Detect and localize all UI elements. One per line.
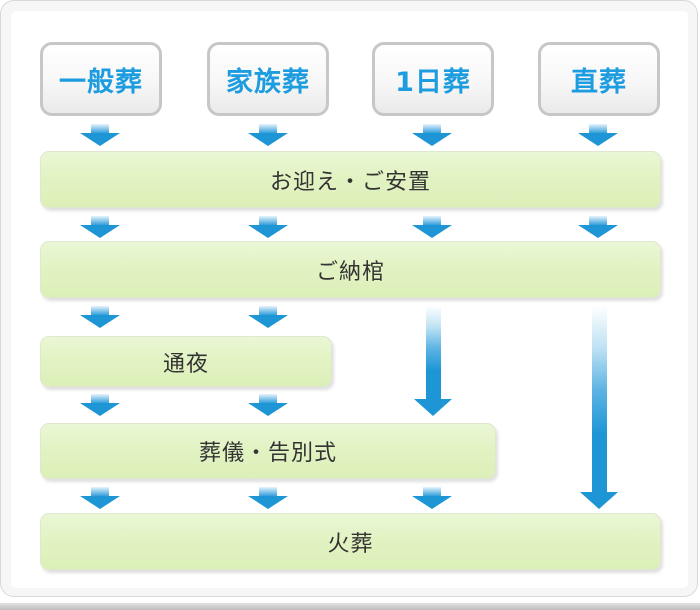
down-arrow-icon [80, 306, 120, 328]
step-bar-tsuya: 通夜 [40, 336, 332, 387]
down-arrow-icon [578, 124, 618, 146]
step-bar-kasou: 火葬 [40, 513, 661, 570]
down-arrow-icon [80, 487, 120, 509]
plan-label: 直葬 [571, 66, 627, 98]
down-arrow-icon [248, 394, 288, 416]
plan-box-kazokusou[interactable]: 家族葬 [207, 42, 329, 116]
down-arrow-icon [248, 487, 288, 509]
step-bar-sougi-kokubetsushiki: 葬儀・告別式 [40, 423, 496, 479]
down-arrow-icon [80, 394, 120, 416]
plan-box-ichinichisou[interactable]: 1日葬 [372, 42, 494, 116]
down-arrow-icon [412, 124, 452, 146]
plan-box-jikisou[interactable]: 直葬 [538, 42, 660, 116]
bottom-divider [0, 603, 700, 610]
step-label: 通夜 [162, 351, 209, 377]
down-arrow-icon [412, 216, 452, 238]
down-arrow-icon [248, 124, 288, 146]
step-label: お迎え・ご安置 [269, 169, 431, 195]
plan-label: 家族葬 [226, 66, 310, 98]
plan-label: 一般葬 [59, 66, 143, 98]
plan-box-ippansou[interactable]: 一般葬 [40, 42, 162, 116]
step-label: 火葬 [327, 531, 374, 557]
step-label: ご納棺 [315, 259, 385, 285]
long-down-arrow-icon [414, 306, 452, 416]
down-arrow-icon [80, 216, 120, 238]
down-arrow-icon [412, 487, 452, 509]
down-arrow-icon [248, 216, 288, 238]
step-label: 葬儀・告別式 [198, 441, 337, 466]
down-arrow-icon [248, 306, 288, 328]
step-bar-gonoukan: ご納棺 [40, 241, 661, 298]
step-bar-omukae-goanchi: お迎え・ご安置 [40, 151, 661, 208]
down-arrow-icon [578, 216, 618, 238]
plan-label: 1日葬 [395, 66, 471, 98]
long-down-arrow-icon [580, 306, 618, 509]
down-arrow-icon [80, 124, 120, 146]
